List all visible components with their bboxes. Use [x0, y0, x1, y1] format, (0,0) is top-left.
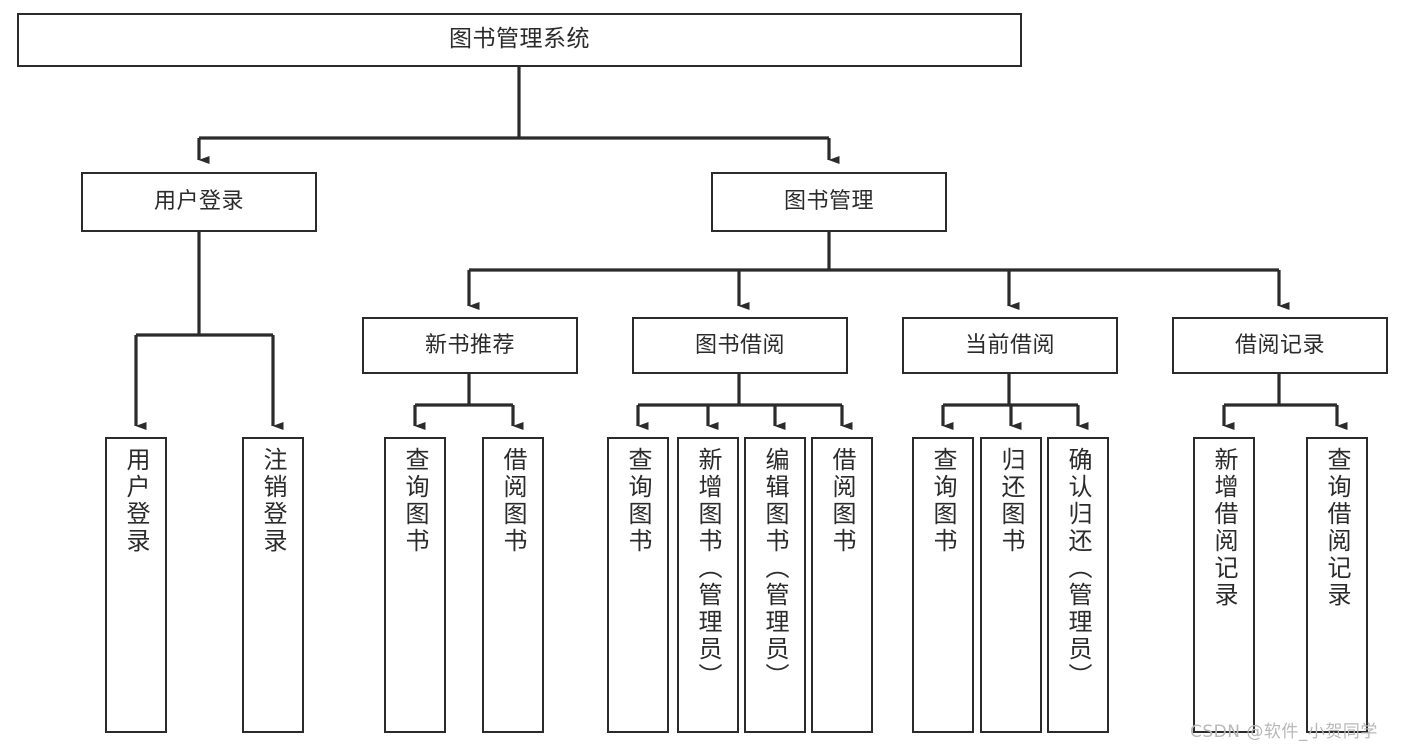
node-leaf-return-book[interactable]: 归还图书: [980, 437, 1042, 733]
node-leaf-query-record[interactable]: 查询借阅记录: [1306, 437, 1368, 733]
node-leaf-query-book-1[interactable]: 查询图书: [384, 437, 446, 733]
node-label: 图书管理系统: [449, 26, 590, 53]
node-leaf-add-record[interactable]: 新增借阅记录: [1193, 437, 1255, 733]
node-label: 新书推荐: [424, 332, 515, 358]
node-label: 新增借阅记录: [1210, 447, 1238, 609]
node-leaf-confirm-return[interactable]: 确认归还（管理员）: [1047, 437, 1109, 733]
node-label: 借阅记录: [1234, 332, 1325, 358]
node-label: 归还图书: [997, 447, 1025, 555]
node-label: 用户登录: [153, 189, 244, 215]
node-leaf-add-book[interactable]: 新增图书（管理员）: [677, 437, 739, 733]
node-label: 借阅图书: [499, 447, 527, 555]
node-leaf-query-book-2[interactable]: 查询图书: [607, 437, 669, 733]
node-label: 确认归还（管理员）: [1064, 447, 1092, 690]
node-label: 查询图书: [929, 447, 957, 555]
node-label: 新增图书（管理员）: [694, 447, 722, 690]
node-label: 当前借阅: [964, 332, 1055, 358]
node-borrow-record[interactable]: 借阅记录: [1172, 317, 1388, 374]
node-label: 图书管理: [783, 189, 874, 215]
watermark-csdn: CSDN @软件_小贺同学: [1190, 722, 1378, 742]
node-label: 用户登录: [122, 447, 150, 555]
node-label: 查询图书: [401, 447, 429, 555]
node-current-borrow[interactable]: 当前借阅: [902, 317, 1118, 374]
node-new-book-recommend[interactable]: 新书推荐: [362, 317, 578, 374]
node-label: 编辑图书（管理员）: [761, 447, 789, 690]
node-user-login[interactable]: 用户登录: [81, 172, 317, 232]
node-label: 图书借阅: [694, 332, 785, 358]
node-leaf-query-book-3[interactable]: 查询图书: [912, 437, 974, 733]
node-label: 查询图书: [624, 447, 652, 555]
node-label: 借阅图书: [828, 447, 856, 555]
node-book-borrow[interactable]: 图书借阅: [632, 317, 848, 374]
node-leaf-user-login[interactable]: 用户登录: [105, 437, 167, 733]
node-root-book-management-system[interactable]: 图书管理系统: [17, 13, 1022, 67]
node-label: 查询借阅记录: [1323, 447, 1351, 609]
node-leaf-borrow-book-2[interactable]: 借阅图书: [811, 437, 873, 733]
node-leaf-borrow-book-1[interactable]: 借阅图书: [482, 437, 544, 733]
node-leaf-user-logout[interactable]: 注销登录: [242, 437, 304, 733]
node-label: 注销登录: [259, 447, 287, 555]
node-leaf-edit-book[interactable]: 编辑图书（管理员）: [744, 437, 806, 733]
node-book-manage[interactable]: 图书管理: [711, 172, 947, 232]
